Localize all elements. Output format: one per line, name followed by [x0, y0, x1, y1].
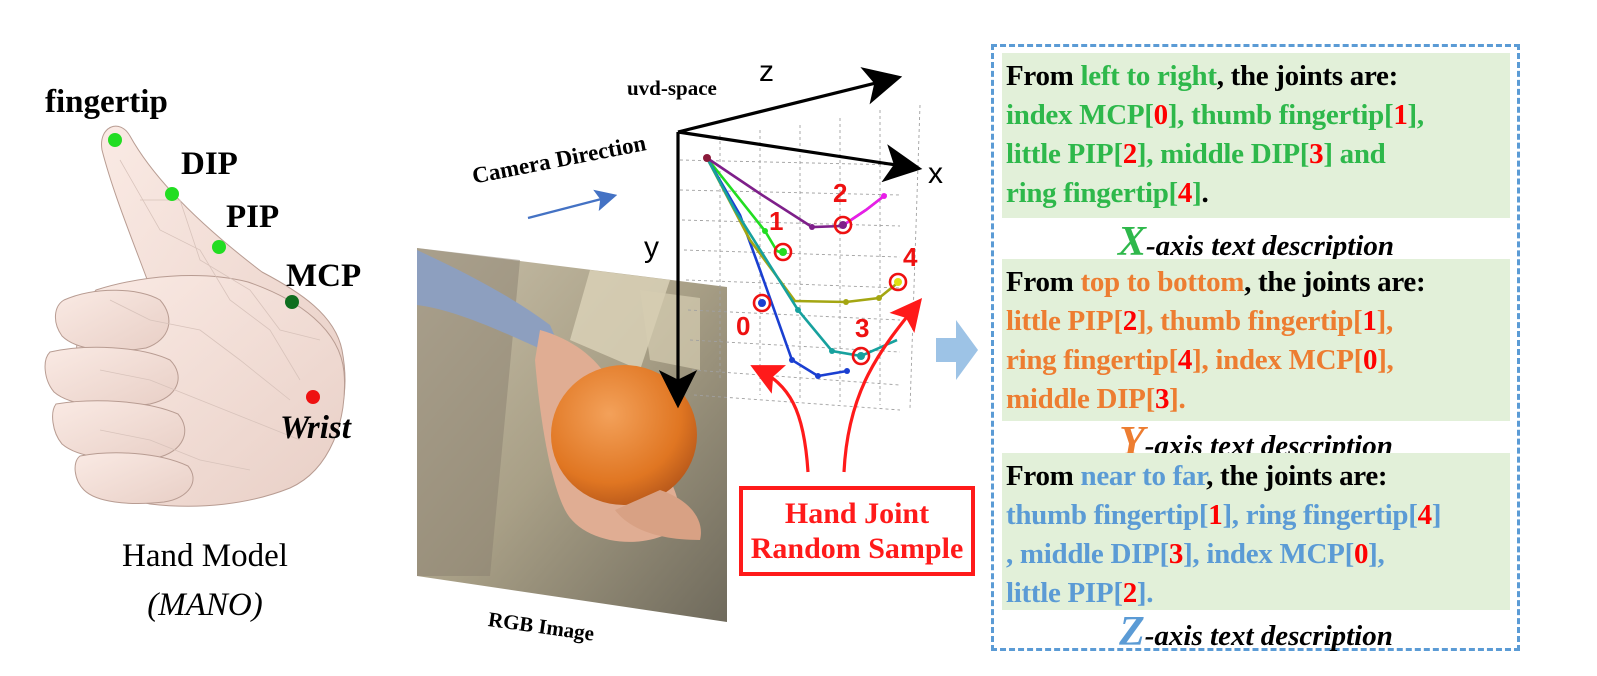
y-axis-label: y [644, 231, 659, 264]
rgb-image-photo [417, 248, 727, 622]
sample-arrow-left [750, 365, 810, 473]
mano-caption: (MANO) [147, 587, 263, 623]
y-intro-line: From top to bottom, the joints are: [1006, 266, 1426, 298]
fingertip-joint [108, 133, 122, 147]
sampled-joint-4 [888, 272, 908, 292]
joint-number-3: 3 [855, 313, 870, 343]
joint-number-1: 1 [769, 206, 784, 236]
hand-mesh-illustration [44, 125, 346, 507]
z-line-3: , middle DIP[3], index MCP[0], [1006, 538, 1385, 570]
joint-number-4: 4 [903, 242, 918, 272]
z-line-2: thumb fingertip[1], ring fingertip[4] [1006, 499, 1442, 531]
sampled-joint-2 [833, 215, 853, 235]
y-axis-text-box: From top to bottom, the joints are: litt… [1002, 259, 1510, 421]
skeleton-nodes [703, 154, 887, 379]
x-line-2: index MCP[0], thumb fingertip[1], [1006, 99, 1424, 131]
z-intro-line: From near to far, the joints are: [1006, 460, 1388, 492]
joint-number-0: 0 [736, 311, 751, 341]
sample-box-line1: Hand Joint [784, 497, 930, 530]
x-axis-text-box: From left to right, the joints are: inde… [1002, 53, 1510, 218]
z-axis-description-title: Z-axis text description [1119, 609, 1393, 655]
wrist-label: Wrist [280, 410, 351, 446]
x-axis-label: x [928, 157, 943, 190]
y-line-3: ring fingertip[4], index MCP[0], [1006, 344, 1394, 376]
uvd-space-label: uvd-space [627, 76, 717, 100]
dip-joint [165, 187, 179, 201]
wrist-joint [306, 390, 320, 404]
z-axis-label: z [759, 55, 774, 88]
mcp-joint [285, 295, 299, 309]
mcp-label: MCP [286, 258, 362, 294]
z-axis-text-box: From near to far, the joints are: thumb … [1002, 453, 1510, 610]
pip-joint [212, 240, 226, 254]
x-line-3: little PIP[2], middle DIP[3] and [1006, 138, 1386, 170]
y-line-4: middle DIP[3]. [1006, 383, 1186, 415]
z-line-4: little PIP[2]. [1006, 577, 1154, 609]
sampled-joint-1 [773, 242, 793, 262]
dip-label: DIP [181, 146, 238, 182]
pip-label: PIP [226, 199, 280, 235]
sampled-joint-fill [758, 221, 902, 360]
sampled-joint-3 [851, 346, 871, 366]
fingertip-label: fingertip [45, 84, 168, 120]
text-description-panel [991, 44, 1520, 651]
joint-number-2: 2 [833, 178, 848, 208]
sampled-joint-markers [752, 215, 908, 366]
hand-joint-random-sample-box: Hand Joint Random Sample [739, 486, 975, 576]
sample-box-line2: Random Sample [750, 532, 964, 565]
hand-skeleton [705, 156, 901, 378]
x-intro-line: From left to right, the joints are: [1006, 60, 1398, 92]
sample-arrow-right [842, 298, 923, 473]
hand-model-caption: Hand Model [122, 538, 288, 574]
camera-direction-arrow [527, 189, 618, 220]
uvd-space-diagram [417, 67, 978, 622]
x-axis-description-title: X-axis text description [1117, 219, 1395, 265]
panel-pointer-arrow [936, 320, 978, 380]
x-line-4: ring fingertip[4]. [1006, 177, 1209, 209]
x-axis [677, 130, 923, 183]
z-axis [677, 67, 903, 134]
y-line-2: little PIP[2], thumb fingertip[1], [1006, 305, 1393, 337]
sampled-joint-0 [752, 293, 772, 313]
